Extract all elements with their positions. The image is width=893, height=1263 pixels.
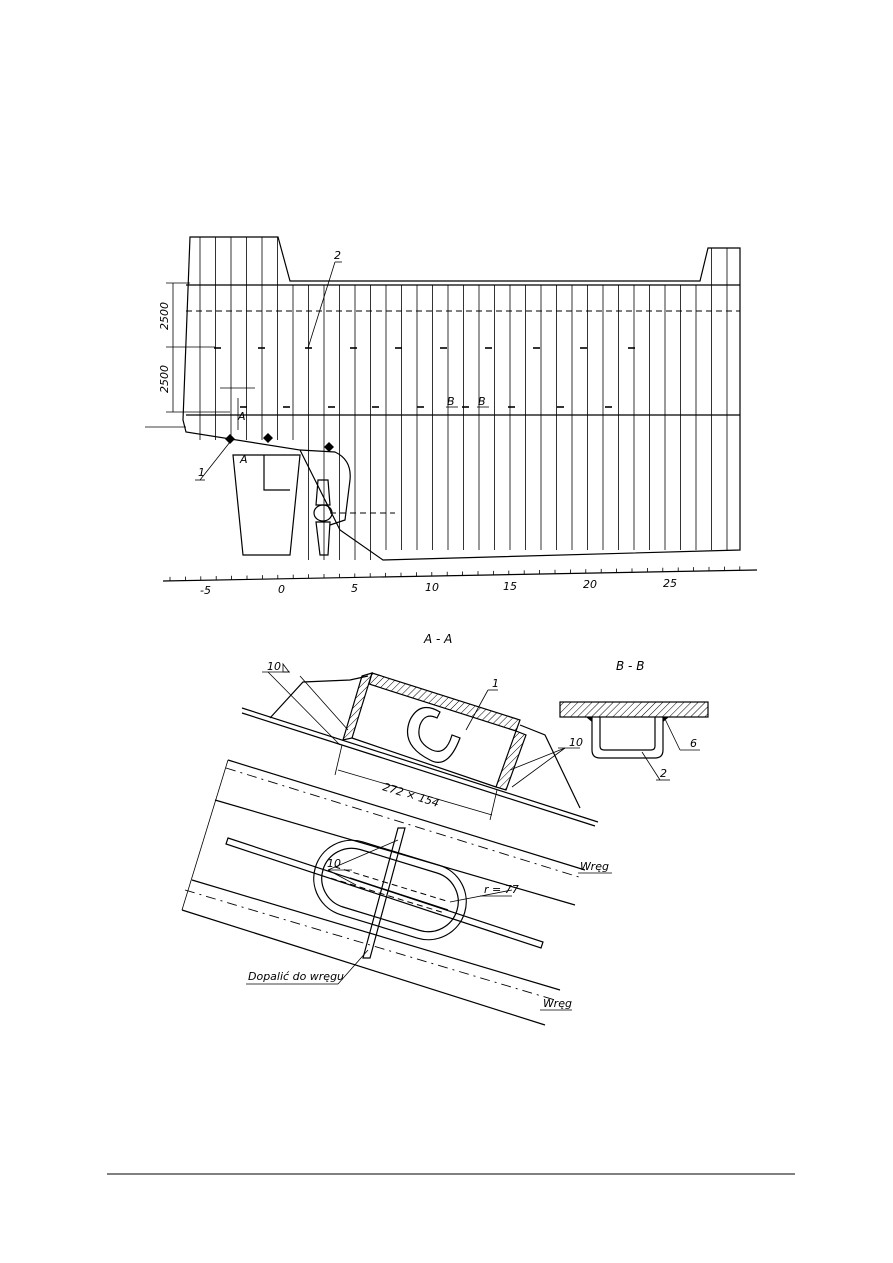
weld-right-label: 10 bbox=[569, 736, 583, 749]
frame-label-upper: Wręg bbox=[578, 860, 612, 874]
section-a-marker: A A bbox=[220, 387, 255, 466]
weld-note: Dopalić do wręgu bbox=[246, 949, 369, 985]
weld-note-text: Dopalić do wręgu bbox=[248, 970, 344, 983]
section-aa-side: 10 10 1 272 × 154 bbox=[241, 660, 599, 827]
radius-label: r = 77 bbox=[484, 883, 519, 896]
callout-1-label: 1 bbox=[198, 466, 205, 479]
rudder-stock bbox=[263, 455, 290, 491]
callout-2: 2 bbox=[307, 249, 342, 349]
section-aa-title: A - A bbox=[423, 632, 452, 646]
rudder bbox=[232, 454, 301, 556]
dim-lower-label: 2500 bbox=[158, 365, 171, 393]
section-aa-plan: 10 r = 77 Wręg Wręg Dopalić do wręgu bbox=[181, 759, 612, 1026]
frame-lines bbox=[199, 237, 728, 560]
skeg bbox=[299, 449, 351, 526]
scale-label-5: 5 bbox=[351, 582, 358, 595]
weld-symbol-top: 10 bbox=[327, 839, 399, 886]
oval-ring bbox=[313, 839, 467, 941]
fitting-marker bbox=[324, 442, 334, 452]
frame-scale: -5 0 5 10 15 20 25 bbox=[162, 566, 758, 597]
vertical-dimension: 2500 2500 bbox=[158, 282, 230, 413]
section-b-left: B bbox=[447, 395, 455, 408]
section-b-right: B bbox=[478, 395, 486, 408]
bb-weld-label: 6 bbox=[690, 737, 697, 750]
fitting-marker bbox=[225, 434, 235, 444]
stiffener-marks bbox=[214, 347, 635, 408]
scale-label-25: 25 bbox=[663, 577, 677, 590]
callout-2-label: 2 bbox=[334, 249, 341, 262]
hook-opening bbox=[406, 706, 461, 763]
bb-callout-2: 2 bbox=[660, 767, 667, 780]
scale-label-m5: -5 bbox=[200, 584, 211, 597]
weld-symbol-right: 10 bbox=[509, 736, 583, 788]
frame-label-lower-text: Wręg bbox=[543, 997, 572, 1010]
frame-label-upper-text: Wręg bbox=[580, 860, 609, 873]
fitting-marker bbox=[263, 433, 273, 443]
weld-symbol-left: 10 bbox=[262, 660, 349, 746]
section-b-marker: B B bbox=[446, 395, 489, 408]
propeller bbox=[313, 479, 395, 556]
weld-top-label: 10 bbox=[327, 857, 341, 870]
dimension-label: 272 × 154 bbox=[381, 780, 440, 809]
side-view: 2500 2500 A A B B 2 1 bbox=[145, 236, 758, 597]
hull-outline bbox=[182, 236, 741, 561]
scale-label-10: 10 bbox=[425, 581, 439, 594]
weld-left-label: 10 bbox=[267, 660, 281, 673]
scale-label-0: 0 bbox=[278, 583, 285, 596]
aa-callout-1: 1 bbox=[492, 677, 499, 690]
section-a-bottom: A bbox=[239, 453, 248, 466]
section-a-top: A bbox=[237, 410, 246, 423]
section-bb: B - B 6 2 bbox=[559, 659, 709, 781]
frame-label-lower: Wręg bbox=[540, 997, 572, 1011]
section-bb-title: B - B bbox=[616, 659, 644, 673]
scale-label-15: 15 bbox=[503, 580, 517, 593]
dim-upper-label: 2500 bbox=[158, 302, 171, 330]
scale-label-20: 20 bbox=[583, 578, 597, 591]
radius-annotation: r = 77 bbox=[449, 883, 519, 903]
callout-1: 1 bbox=[195, 441, 231, 481]
